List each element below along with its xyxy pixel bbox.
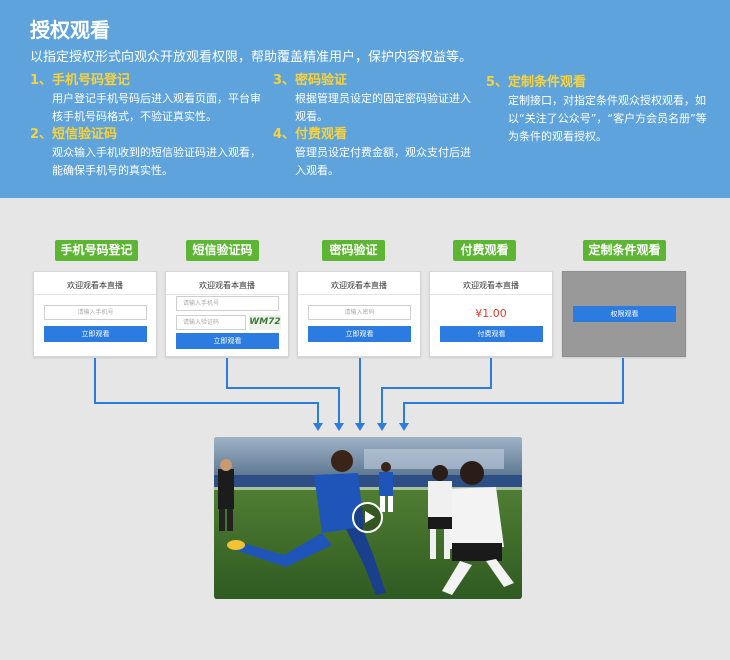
card-title: 欢迎观看本直播 bbox=[67, 281, 123, 290]
feature-desc: 定制接口，对指定条件观众授权观看，如以“关注了公众号”，“客户方会员名册”等为条… bbox=[508, 94, 707, 143]
tag-password: 密码验证 bbox=[322, 240, 385, 261]
card-divider bbox=[166, 294, 288, 295]
tag-sms-code: 短信验证码 bbox=[186, 240, 259, 261]
arrowhead-icon bbox=[334, 423, 344, 431]
phone-input[interactable]: 请输入手机号 bbox=[176, 296, 279, 311]
code-input[interactable]: 请输入验证码 bbox=[176, 315, 246, 330]
feature-title: 1、手机号码登记 bbox=[30, 73, 131, 88]
feature-title: 5、定制条件观看 bbox=[486, 75, 587, 90]
card-title: 欢迎观看本直播 bbox=[199, 281, 255, 290]
feature-desc: 用户登记手机号码后进入观看页面，平台审核手机号码格式，不验证真实性。 bbox=[52, 92, 261, 123]
card-password: 欢迎观看本直播 请输入密码 立即观看 bbox=[297, 271, 421, 357]
tag-paid: 付费观看 bbox=[453, 240, 516, 261]
card-title: 欢迎观看本直播 bbox=[463, 281, 519, 290]
phone-input[interactable]: 请输入手机号 bbox=[44, 305, 147, 320]
video-thumbnail[interactable] bbox=[214, 437, 522, 599]
card-paid: 欢迎观看本直播 ¥1.00 付费观看 bbox=[429, 271, 553, 357]
feature-5: 5、定制条件观看 定制接口，对指定条件观众授权观看，如以“关注了公众号”，“客户… bbox=[486, 74, 710, 146]
arrowhead-icon bbox=[399, 423, 409, 431]
header-banner: 授权观看 以指定授权形式向观众开放观看权限，帮助覆盖精准用户，保护内容权益等。 … bbox=[0, 0, 730, 198]
feature-desc: 观众输入手机收到的短信验证码进入观看，能确保手机号的真实性。 bbox=[52, 146, 261, 177]
arrowhead-icon bbox=[355, 423, 365, 431]
captcha-image[interactable]: WM72 bbox=[249, 315, 281, 330]
feature-title: 4、付费观看 bbox=[273, 127, 348, 142]
tag-phone-register: 手机号码登记 bbox=[55, 240, 138, 261]
feature-desc: 管理员设定付费金额，观众支付后进入观看。 bbox=[295, 146, 471, 177]
page-subtitle: 以指定授权形式向观众开放观看权限，帮助覆盖精准用户，保护内容权益等。 bbox=[30, 50, 473, 65]
price-label: ¥1.00 bbox=[475, 307, 507, 320]
auth-watch-button[interactable]: 权限观看 bbox=[573, 306, 676, 322]
arrow-line-5 bbox=[403, 358, 624, 424]
arrowhead-icon bbox=[313, 423, 323, 431]
feature-3: 3、密码验证 根据管理员设定的固定密码验证进入观看。 bbox=[273, 72, 473, 126]
soccer-scene-image bbox=[214, 437, 522, 599]
play-icon[interactable] bbox=[352, 502, 383, 533]
tag-custom: 定制条件观看 bbox=[583, 240, 666, 261]
feature-2: 2、短信验证码 观众输入手机收到的短信验证码进入观看，能确保手机号的真实性。 bbox=[30, 126, 262, 180]
watch-button[interactable]: 立即观看 bbox=[308, 326, 411, 342]
card-divider bbox=[298, 294, 420, 295]
password-input[interactable]: 请输入密码 bbox=[308, 305, 411, 320]
arrow-line-4 bbox=[381, 358, 492, 424]
arrowhead-icon bbox=[377, 423, 387, 431]
watch-button[interactable]: 立即观看 bbox=[44, 326, 147, 342]
feature-title: 3、密码验证 bbox=[273, 73, 348, 88]
card-sms-code: 欢迎观看本直播 请输入手机号 请输入验证码 WM72 立即观看 bbox=[165, 271, 289, 357]
arrow-line-1 bbox=[94, 358, 319, 424]
feature-title: 2、短信验证码 bbox=[30, 127, 118, 142]
card-phone-register: 欢迎观看本直播 请输入手机号 立即观看 bbox=[33, 271, 157, 357]
card-custom: 权限观看 bbox=[562, 271, 686, 357]
card-title: 欢迎观看本直播 bbox=[331, 281, 387, 290]
pay-button[interactable]: 付费观看 bbox=[440, 326, 543, 342]
feature-desc: 根据管理员设定的固定密码验证进入观看。 bbox=[295, 92, 471, 123]
card-divider bbox=[430, 294, 552, 295]
feature-1: 1、手机号码登记 用户登记手机号码后进入观看页面，平台审核手机号码格式，不验证真… bbox=[30, 72, 262, 126]
page-title: 授权观看 bbox=[30, 18, 110, 42]
feature-4: 4、付费观看 管理员设定付费金额，观众支付后进入观看。 bbox=[273, 126, 473, 180]
arrow-line-2 bbox=[226, 358, 340, 424]
watch-button[interactable]: 立即观看 bbox=[176, 333, 279, 349]
card-divider bbox=[34, 294, 156, 295]
